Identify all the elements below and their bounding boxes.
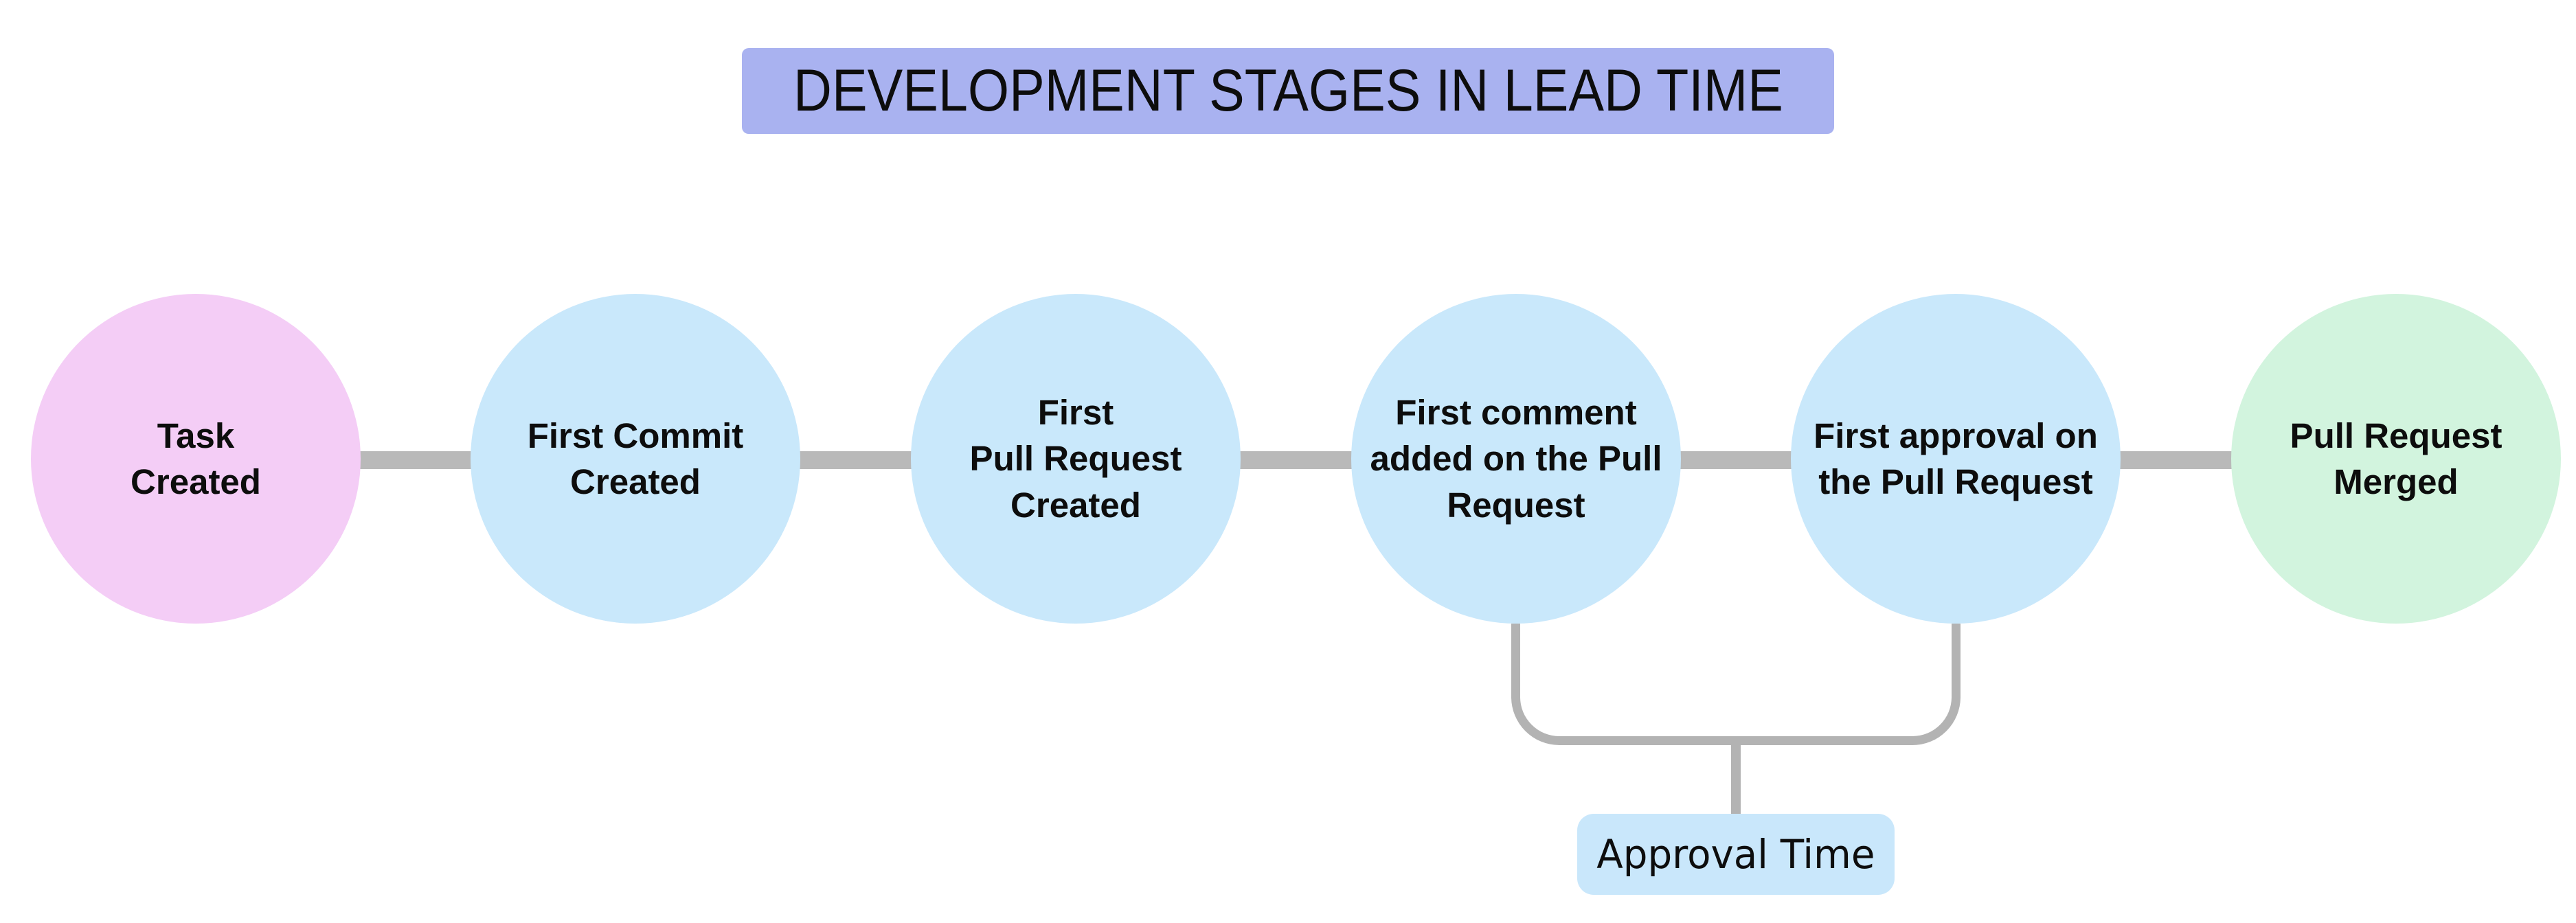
stage-circle-first-pull-request-created: First Pull Request Created [911,294,1241,624]
stage-label: Pull Request Merged [2290,415,2502,501]
stage-circle-first-commit-created: First Commit Created [471,294,800,624]
diagram-title: DEVELOPMENT STAGES IN LEAD TIME [793,58,1783,124]
stage-label: First approval on the Pull Request [1814,415,2098,501]
stage-label: First comment added on the Pull Request [1370,393,1662,525]
stage-label: Task Created [131,415,261,501]
approval-time-bracket-stem [1731,736,1741,814]
stage-label: First Commit Created [527,415,744,501]
stage-circle-first-comment-added: First comment added on the Pull Request [1351,294,1681,624]
stage-circle-first-approval: First approval on the Pull Request [1791,294,2121,624]
approval-time-bracket [1511,624,1961,745]
title-banner: DEVELOPMENT STAGES IN LEAD TIME [742,48,1834,134]
stage-label: First Pull Request Created [969,393,1182,525]
stage-circle-task-created: Task Created [31,294,361,624]
approval-time-label-box: Approval Time [1577,814,1895,895]
approval-time-label: Approval Time [1596,831,1875,878]
stage-circle-pull-request-merged: Pull Request Merged [2231,294,2561,624]
